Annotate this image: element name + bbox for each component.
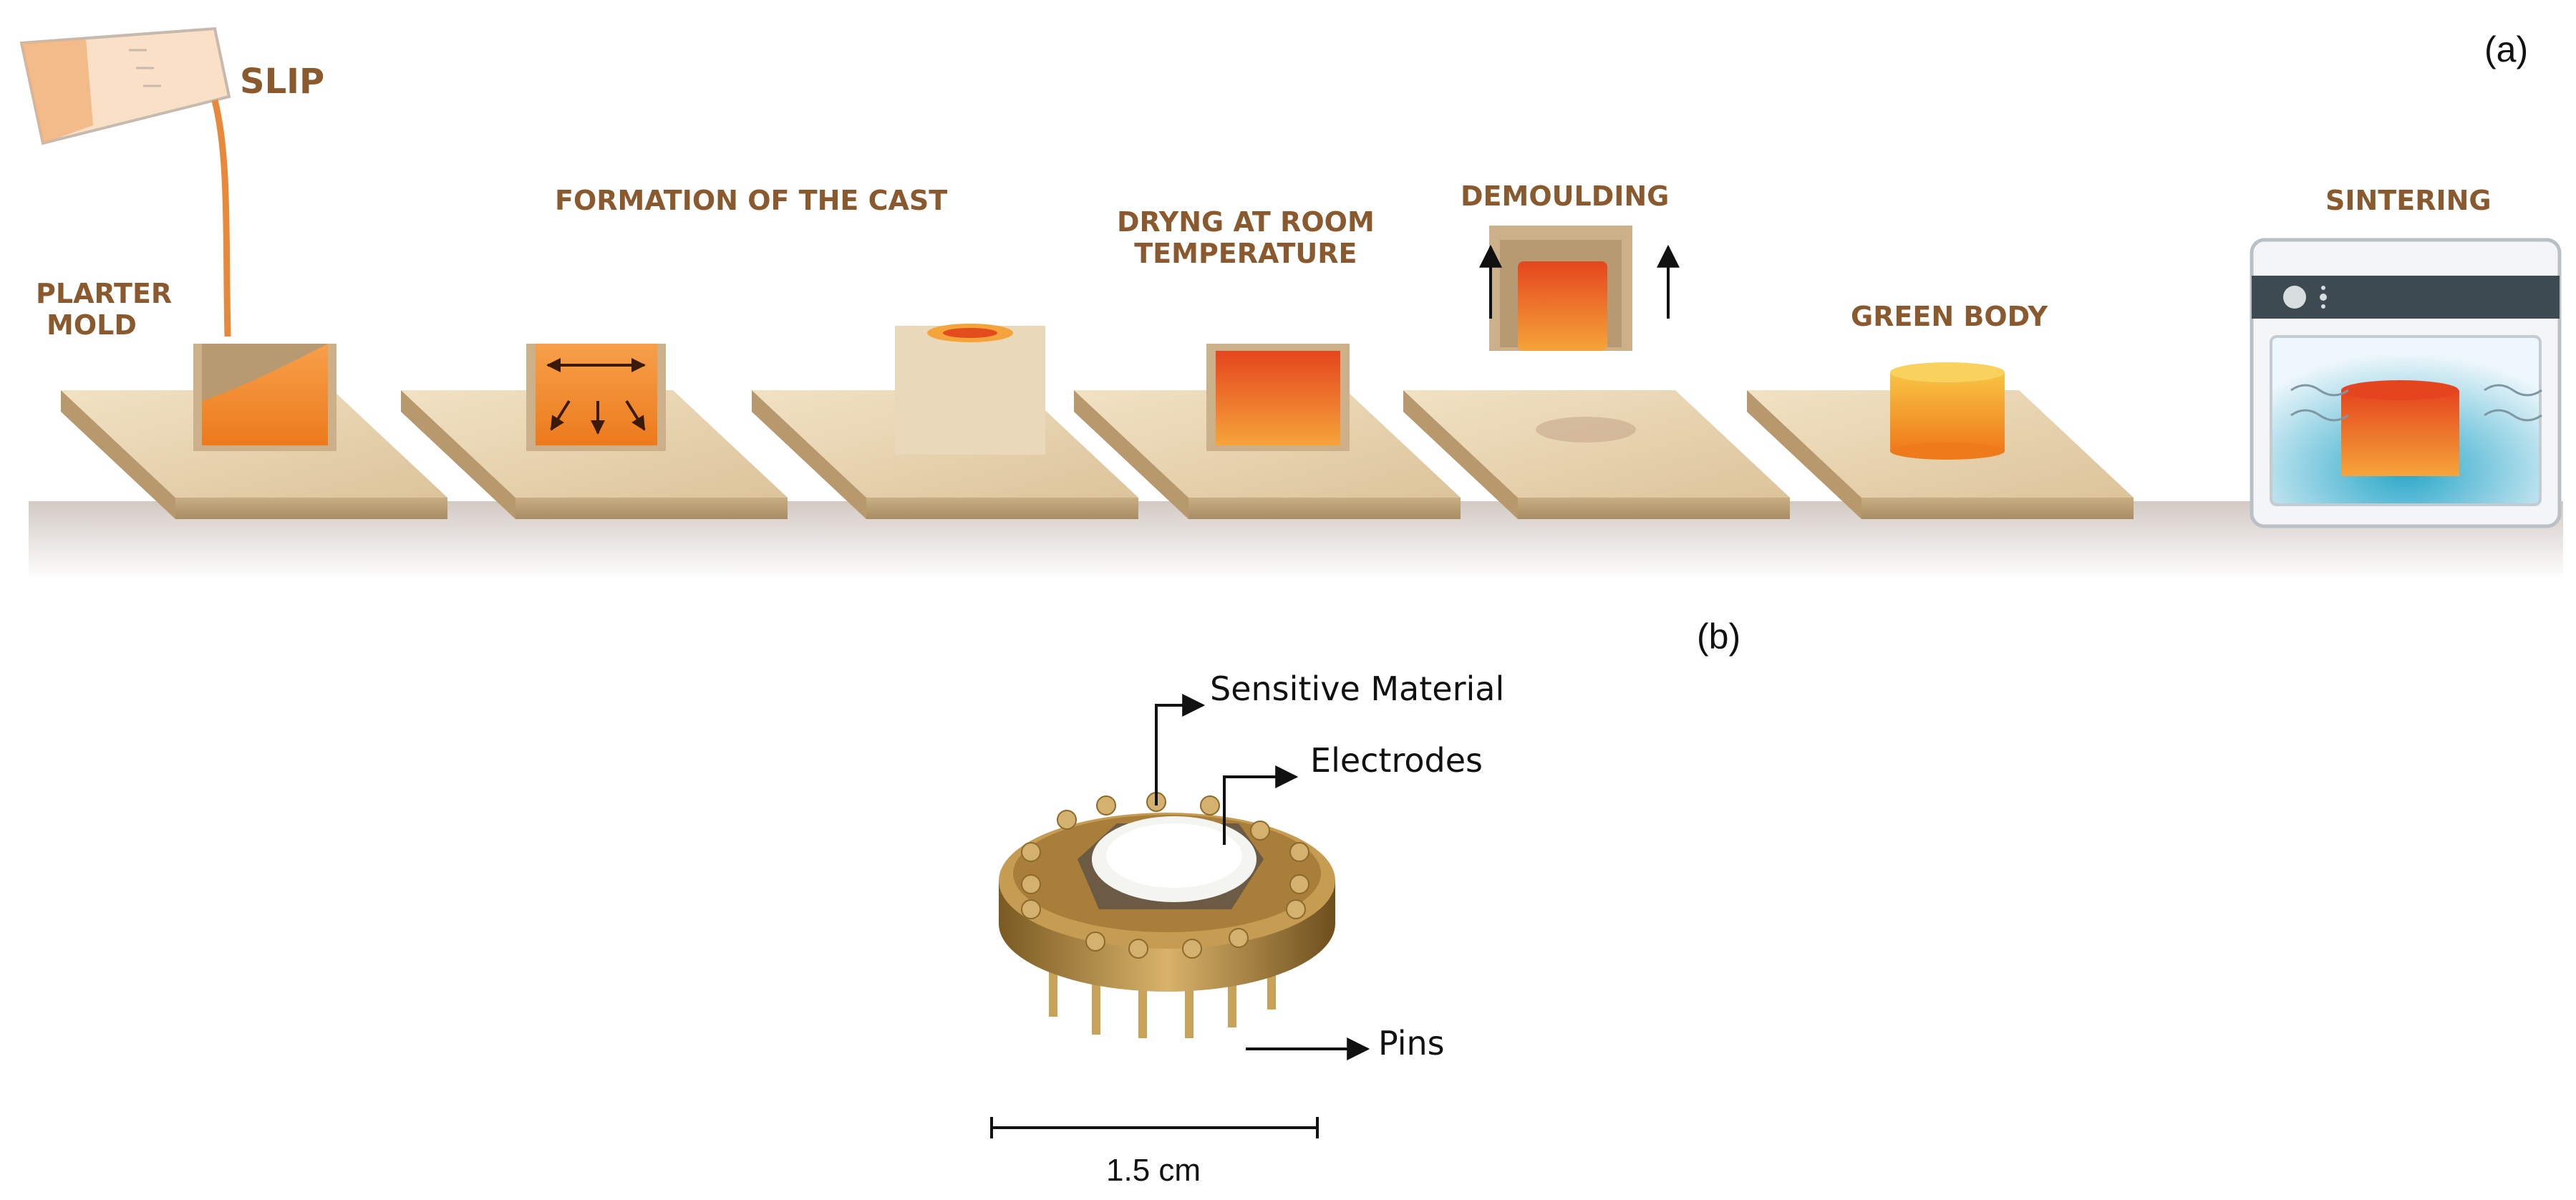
rim-pins (1021, 792, 1309, 959)
green-body-label: GREEN BODY (1851, 301, 2048, 332)
formation-label: FORMATION OF THE CAST (555, 185, 948, 216)
plaster-mold-line-1: PLARTER (36, 278, 173, 309)
slip-label: SLIP (240, 62, 325, 102)
demoulding-label: DEMOULDING (1461, 180, 1670, 212)
drying-label: DRYNG AT ROOM TEMPERATURE (1117, 206, 1375, 269)
demoulded-part (1479, 226, 1680, 351)
panel-b-label: (b) (1697, 616, 1741, 657)
panel-a-label: (a) (2484, 29, 2529, 69)
plank-5 (1403, 390, 1790, 519)
pins-label: Pins (1378, 1024, 1445, 1063)
sensitive-material-label: Sensitive Material (1210, 669, 1505, 708)
sintering-oven (2250, 238, 2562, 528)
plaster-mold-line-2: MOLD (47, 309, 137, 341)
sintering-label: SINTERING (2325, 185, 2492, 216)
electrodes-leader (1223, 765, 1299, 845)
plaster-block (895, 324, 1045, 455)
slip-stream (211, 99, 231, 337)
electrodes-label: Electrodes (1310, 741, 1483, 780)
mold-4 (1206, 344, 1350, 451)
scale-bar-label: 1.5 cm (1106, 1153, 1201, 1188)
beaker (19, 26, 231, 145)
mold-1 (193, 344, 336, 451)
mold-2 (526, 344, 666, 451)
scale-bar (990, 1117, 1319, 1138)
green-body-cylinder (1890, 362, 2005, 460)
drying-line-1: DRYNG AT ROOM (1117, 206, 1375, 238)
sensitive-material-leader (1155, 694, 1206, 805)
drying-line-2: TEMPERATURE (1134, 238, 1357, 269)
sensor-device (999, 792, 1335, 1038)
plaster-mold-label: PLARTER MOLD (36, 278, 172, 341)
